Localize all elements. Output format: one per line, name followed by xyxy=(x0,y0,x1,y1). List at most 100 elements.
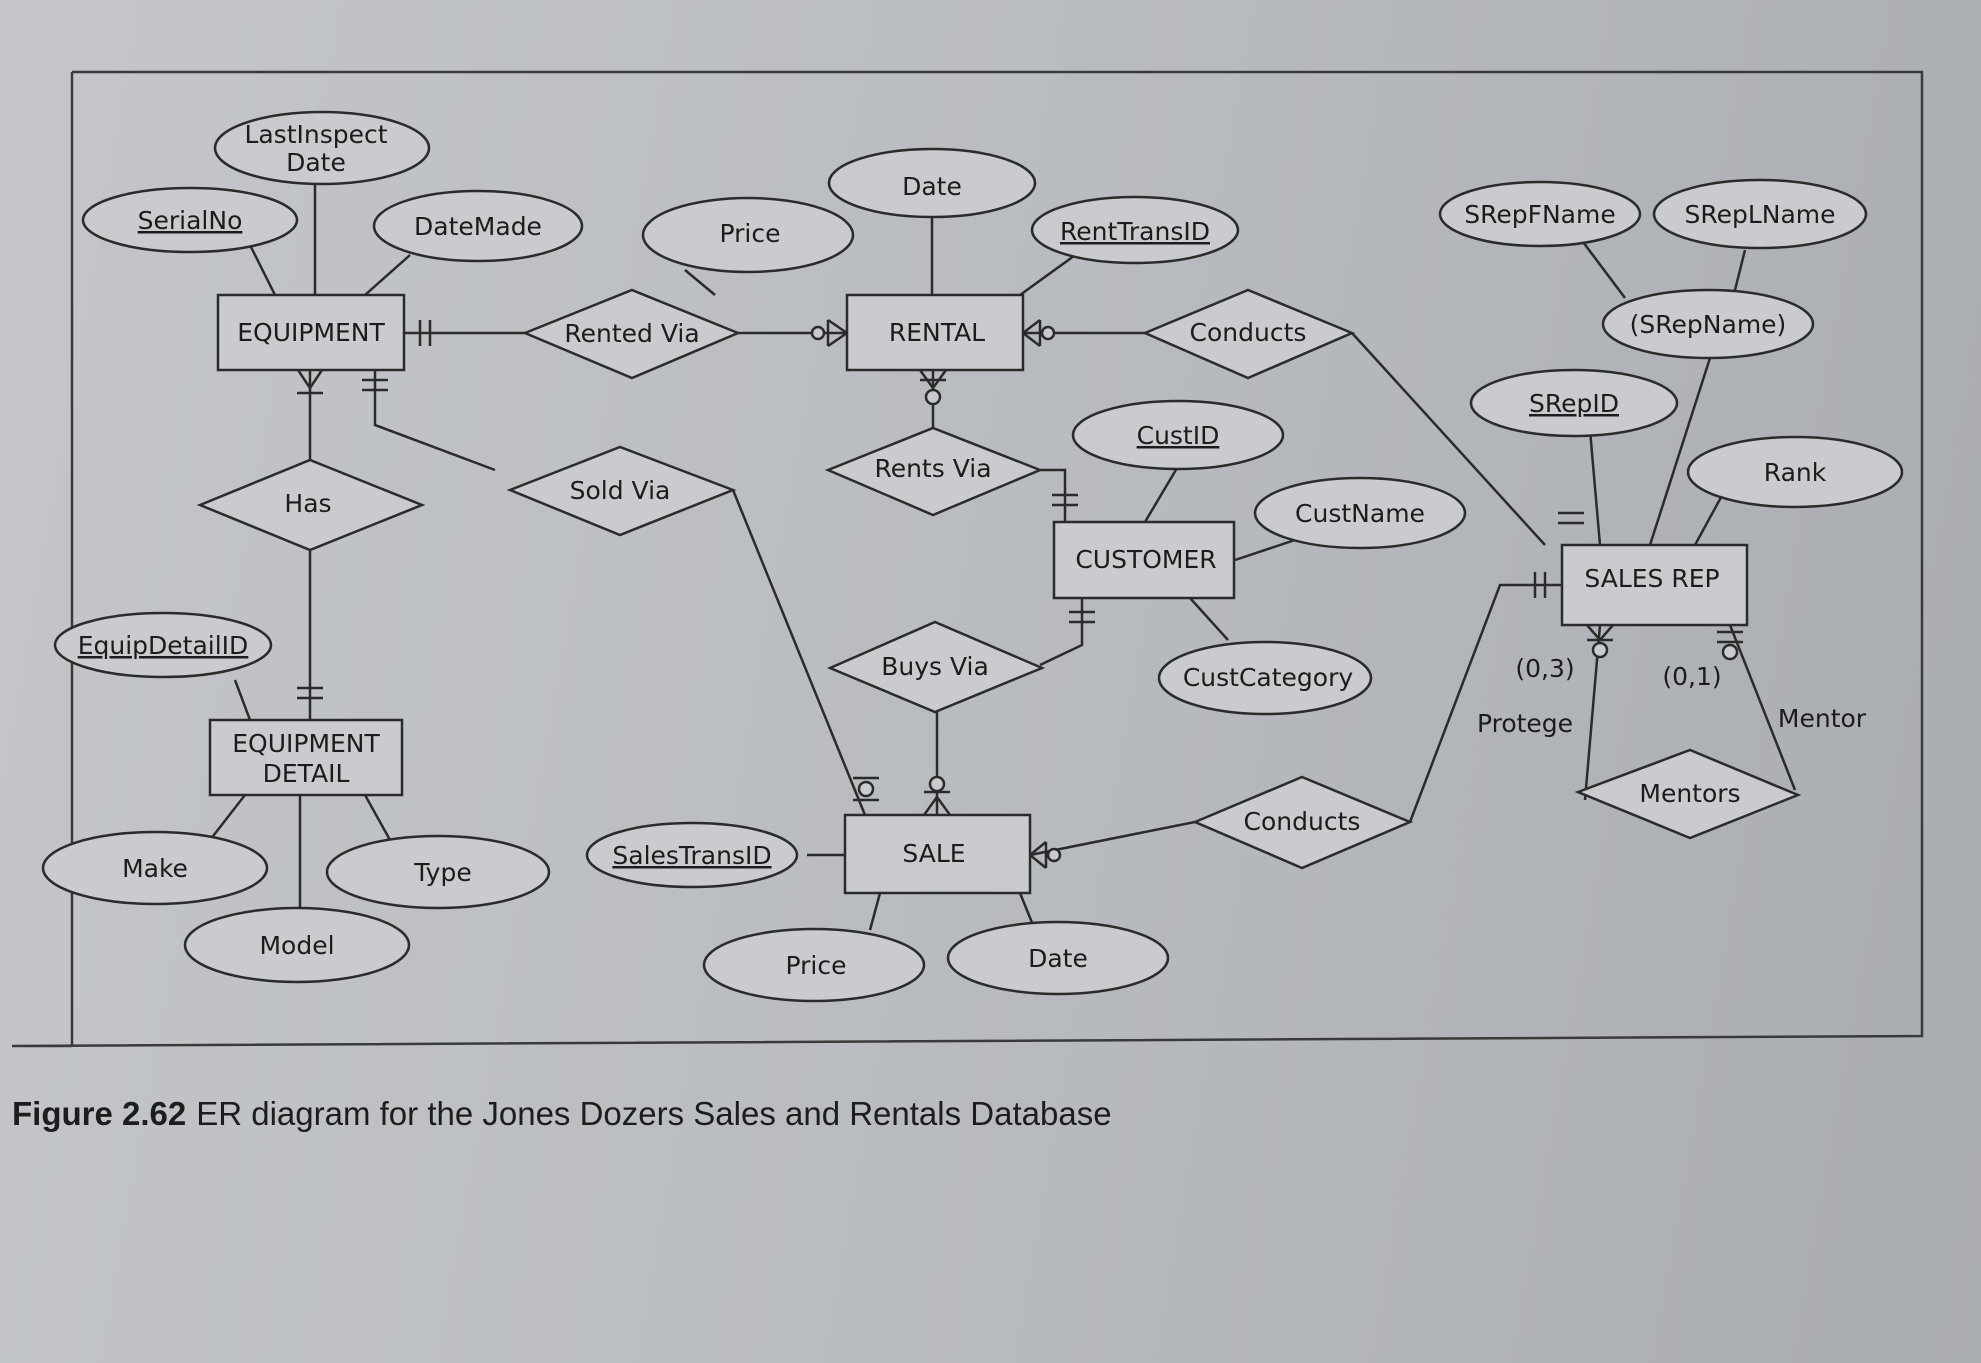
relationship-rents-via-label: Rents Via xyxy=(874,454,991,483)
attribute-date-made: DateMade xyxy=(372,189,584,263)
line-conducts-salesrep-2 xyxy=(1408,583,1562,823)
attribute-make-label: Make xyxy=(122,854,188,883)
attribute-sale-date-label: Date xyxy=(1028,944,1088,973)
attribute-last-inspect-date: LastInspect Date xyxy=(213,110,431,186)
line-type xyxy=(363,794,392,841)
attribute-cust-name-label: CustName xyxy=(1295,499,1425,528)
relationship-buys-via: Buys Via xyxy=(826,620,1046,714)
line-soldvia-sale xyxy=(731,489,867,816)
attribute-last-inspect-line1: LastInspect xyxy=(244,120,387,149)
line-rank xyxy=(1693,489,1727,546)
attribute-model: Model xyxy=(183,906,411,984)
attribute-srep-name: (SRepName) xyxy=(1601,288,1815,360)
attribute-srep-id: SRepID xyxy=(1469,368,1679,438)
attribute-srep-name-label: (SRepName) xyxy=(1630,310,1787,339)
relationship-sold-via-label: Sold Via xyxy=(570,476,671,505)
line-srepfname xyxy=(1579,237,1626,299)
attribute-type: Type xyxy=(325,834,551,910)
entity-sales-rep-label: SALES REP xyxy=(1584,564,1719,593)
attribute-serial-no-label: SerialNo xyxy=(138,206,243,235)
attribute-srep-fname-label: SRepFName xyxy=(1464,200,1616,229)
attribute-serial-no: SerialNo xyxy=(81,186,299,254)
attribute-sale-price: Price xyxy=(702,927,926,1003)
line-rental-price xyxy=(684,269,716,296)
line-custcategory xyxy=(1189,597,1229,641)
line-custid xyxy=(1143,462,1182,523)
entity-equipment: EQUIPMENT xyxy=(216,293,406,372)
attribute-make: Make xyxy=(41,830,269,906)
line-srepname xyxy=(1648,357,1712,546)
entity-equipment-detail-line1: EQUIPMENT xyxy=(232,729,380,758)
entity-equipment-label: EQUIPMENT xyxy=(237,318,385,347)
mentor-cardinality: (0,1) xyxy=(1662,662,1721,691)
relationship-conducts-sale-label: Conducts xyxy=(1244,807,1361,836)
line-custname xyxy=(1234,538,1296,562)
relationship-rented-via-label: Rented Via xyxy=(564,319,699,348)
attribute-srep-fname: SRepFName xyxy=(1438,180,1642,248)
relationship-sold-via: Sold Via xyxy=(506,445,737,537)
relationship-conducts-sale: Conducts xyxy=(1191,775,1414,870)
attribute-srep-id-label: SRepID xyxy=(1529,389,1619,418)
line-equipdetailid xyxy=(233,679,252,721)
attribute-sale-price-label: Price xyxy=(786,951,847,980)
cardinality-marks xyxy=(296,318,1743,869)
line-srepid xyxy=(1588,429,1602,546)
mentor-role-label: Mentor xyxy=(1778,704,1867,733)
attribute-model-label: Model xyxy=(259,931,334,960)
relationship-has-label: Has xyxy=(284,489,331,518)
attribute-rental-price: Price xyxy=(641,196,855,274)
attribute-sales-trans-id: SalesTransID xyxy=(585,821,799,889)
entity-equipment-detail: EQUIPMENT DETAIL xyxy=(208,718,404,797)
relationship-rented-via: Rented Via xyxy=(521,288,742,380)
figure-frame xyxy=(11,70,1924,1048)
relationship-rents-via: Rents Via xyxy=(824,426,1044,517)
attribute-rent-trans-id-label: RentTransID xyxy=(1060,217,1210,246)
relationship-conducts-rental-label: Conducts xyxy=(1190,318,1307,347)
attribute-sale-date: Date xyxy=(946,920,1170,996)
entity-rental-label: RENTAL xyxy=(889,318,985,347)
relationship-conducts-rental: Conducts xyxy=(1141,288,1356,380)
line-sreplname xyxy=(1733,249,1747,291)
attribute-rental-date-label: Date xyxy=(902,172,962,201)
attribute-cust-id-label: CustID xyxy=(1137,421,1220,450)
attribute-sales-trans-id-label: SalesTransID xyxy=(612,841,771,870)
attribute-last-inspect-line2: Date xyxy=(286,148,346,177)
attribute-date-made-label: DateMade xyxy=(414,212,542,241)
entity-sale: SALE xyxy=(843,813,1032,895)
line-serialno xyxy=(248,244,277,296)
attribute-equip-detail-id-label: EquipDetailID xyxy=(78,631,249,660)
relationship-mentors-label: Mentors xyxy=(1639,779,1740,808)
relationship-mentors: Mentors xyxy=(1574,748,1802,840)
entity-customer: CUSTOMER xyxy=(1052,520,1236,600)
attribute-cust-id: CustID xyxy=(1071,399,1285,471)
entity-sale-label: SALE xyxy=(902,839,965,868)
entity-sales-rep: SALES REP xyxy=(1560,543,1749,627)
attribute-rental-date: Date xyxy=(827,147,1037,219)
line-make xyxy=(209,794,246,841)
attribute-equip-detail-id: EquipDetailID xyxy=(53,611,273,679)
attribute-rank-label: Rank xyxy=(1764,458,1827,487)
attribute-rental-price-label: Price xyxy=(720,219,781,248)
attribute-type-label: Type xyxy=(413,858,471,887)
attribute-cust-category-label: CustCategory xyxy=(1183,663,1354,692)
attribute-srep-lname: SRepLName xyxy=(1652,178,1868,250)
line-mentor xyxy=(1728,624,1797,791)
line-conducts-salesrep xyxy=(1351,332,1546,546)
line-customer-buysvia xyxy=(1039,598,1084,667)
attribute-rank: Rank xyxy=(1686,435,1904,509)
protege-cardinality: (0,3) xyxy=(1515,654,1574,683)
attribute-rent-trans-id: RentTransID xyxy=(1030,195,1240,265)
entity-customer-label: CUSTOMER xyxy=(1075,545,1216,574)
relationship-buys-via-label: Buys Via xyxy=(881,652,989,681)
attribute-cust-name: CustName xyxy=(1253,476,1467,550)
attribute-cust-category: CustCategory xyxy=(1157,640,1373,716)
line-equipment-soldvia xyxy=(373,370,496,472)
relationship-has: Has xyxy=(196,458,426,552)
entity-equipment-detail-line2: DETAIL xyxy=(263,759,350,788)
line-sale-price xyxy=(868,892,882,931)
line-datemade xyxy=(364,254,411,296)
attribute-srep-lname-label: SRepLName xyxy=(1684,200,1835,229)
